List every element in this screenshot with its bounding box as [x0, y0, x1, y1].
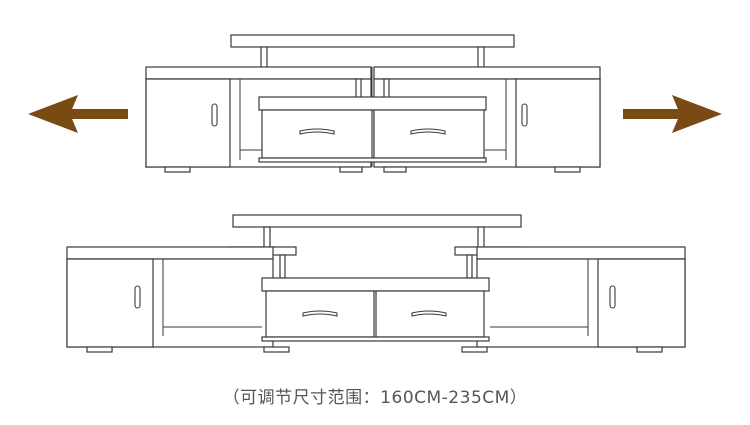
size-range-caption: （可调节尺寸范围：160CM-235CM）: [222, 388, 528, 408]
drawer-handle: [302, 310, 338, 317]
arrow-left-icon: [28, 95, 128, 133]
cabinet-compact: [145, 34, 601, 173]
arrow-right-icon: [623, 95, 722, 133]
door-handle: [211, 103, 218, 127]
cabinet-extended: [66, 214, 686, 353]
door-handle: [134, 285, 141, 309]
drawer-handle: [299, 128, 335, 135]
drawer-handle: [410, 128, 446, 135]
door-handle: [609, 285, 616, 309]
door-handle: [521, 103, 528, 127]
drawer-handle: [411, 310, 447, 317]
